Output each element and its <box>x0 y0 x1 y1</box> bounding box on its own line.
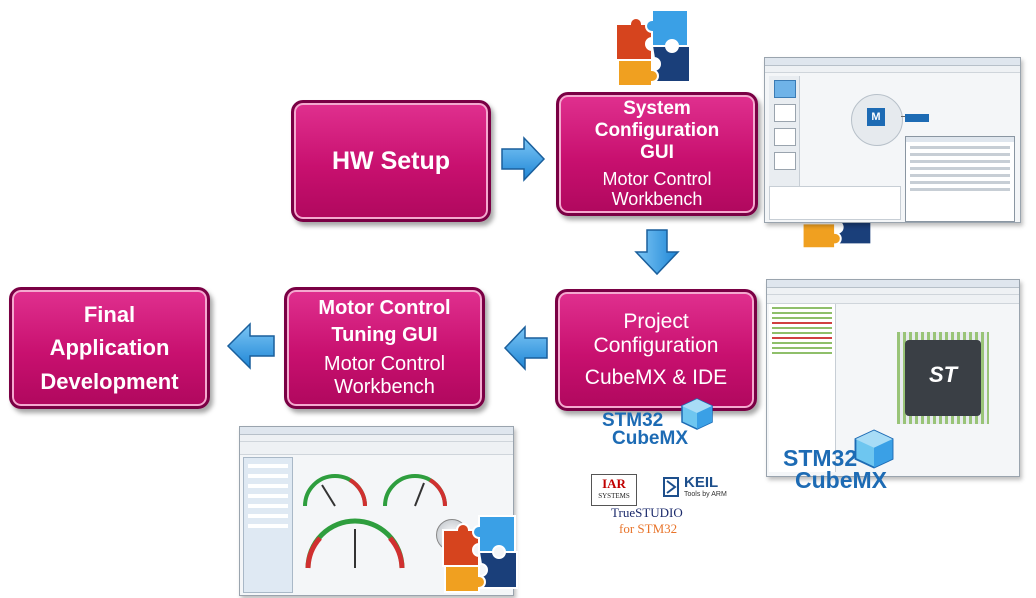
project-config-title-2: Configuration <box>593 333 719 357</box>
stm32-logo-line2: CubeMX <box>795 466 887 493</box>
iar-systems-logo: IAR SYSTEMS <box>591 474 637 506</box>
system-config-title-1: System <box>623 98 691 120</box>
tuning-gui-title-1: Motor Control <box>318 297 451 319</box>
final-app-box: Final Application Development <box>9 287 210 409</box>
project-config-box: Project Configuration CubeMX & IDE <box>555 289 757 411</box>
gauge-icon <box>305 518 405 569</box>
puzzle-pieces-icon <box>615 9 691 87</box>
tuning-gui-sub-2: Workbench <box>334 376 435 398</box>
motor-icon: M <box>867 108 885 126</box>
puzzle-pieces-icon <box>442 515 518 593</box>
system-config-sub-2: Workbench <box>611 189 703 210</box>
stm32-cubemx-logo: STM32 CubeMX <box>602 410 688 450</box>
stm32-logo-line2: CubeMX <box>612 428 688 450</box>
final-app-title-3: Development <box>40 368 179 394</box>
truestudio-logo-for: for <box>619 521 638 536</box>
keil-logo-line2: Tools by ARM <box>684 491 727 498</box>
keil-mark-icon <box>663 477 679 497</box>
cube-icon <box>681 398 713 430</box>
final-app-title-2: Application <box>49 335 170 361</box>
stm32-logo-line1: STM32 <box>602 410 664 431</box>
system-config-title-2: Configuration <box>594 119 720 141</box>
stm32-cubemx-logo: STM32 CubeMX <box>783 445 887 493</box>
gauge-icon <box>303 474 368 507</box>
tuning-gui-title-2: Tuning GUI <box>331 324 438 346</box>
arrow-left-icon <box>503 325 548 371</box>
keil-logo: KEIL Tools by ARM <box>662 474 730 502</box>
arrow-right-icon <box>501 136 546 182</box>
keil-logo-line1: KEIL <box>684 474 719 491</box>
system-config-title-3: GUI <box>640 141 674 163</box>
hw-setup-title: HW Setup <box>331 146 451 175</box>
iar-logo-line2: SYSTEMS <box>598 492 630 500</box>
arrow-left-icon <box>226 322 275 370</box>
mcu-chip-icon: ST <box>905 340 981 416</box>
system-config-box: System Configuration GUI Motor Control W… <box>556 92 758 216</box>
project-config-title-1: Project <box>623 309 689 333</box>
gauge-icon <box>383 474 448 507</box>
cube-icon <box>854 429 894 469</box>
truestudio-logo-brand: STM32 <box>637 521 678 536</box>
truestudio-logo: TrueSTUDIO for STM32 <box>611 505 683 537</box>
system-config-sub-1: Motor Control <box>602 168 712 189</box>
tuning-gui-screenshot <box>239 426 514 596</box>
arrow-down-icon <box>634 229 680 276</box>
hw-setup-box: HW Setup <box>291 100 491 222</box>
workbench-screenshot: M <box>764 57 1021 223</box>
project-config-sub-1: CubeMX & IDE <box>584 366 728 390</box>
iar-logo-line1: IAR <box>602 476 626 491</box>
truestudio-logo-line1: TrueSTUDIO <box>611 505 683 520</box>
tuning-gui-box: Motor Control Tuning GUI Motor Control W… <box>284 287 485 409</box>
final-app-title-1: Final <box>83 302 136 328</box>
stm32-logo-line1: STM32 <box>783 445 858 471</box>
tuning-gui-sub-1: Motor Control <box>323 353 446 375</box>
